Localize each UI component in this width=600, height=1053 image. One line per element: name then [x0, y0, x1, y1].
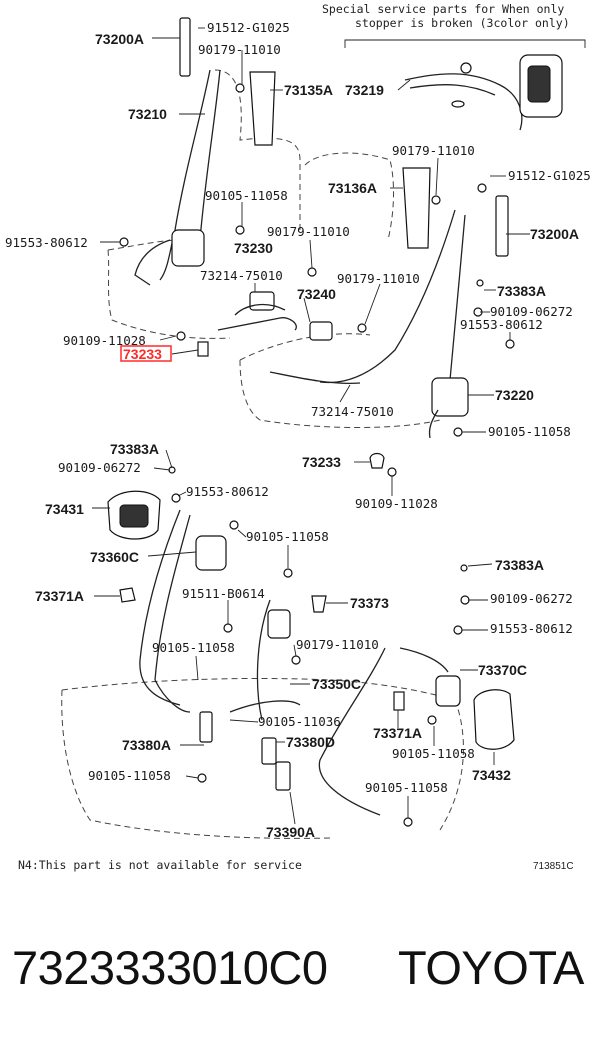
part-73373 [311, 595, 327, 613]
label-73233-b: 73233 [302, 454, 341, 470]
buckle-73390A [275, 761, 291, 791]
part-73233-a [197, 341, 209, 357]
anchor-73371A-right [393, 691, 405, 711]
anchor-73371A-left [119, 587, 136, 603]
label-73136A: 73136A [328, 180, 377, 196]
label-90105-11058-b: 90105-11058 [488, 424, 571, 439]
label-90105-11058-a: 90105-11058 [205, 188, 288, 203]
label-90109-06272-c: 90109-06272 [490, 591, 573, 606]
buckle-73380A [199, 711, 213, 743]
seat-belt-parts-diagram: Special service parts for When only stop… [5, 2, 591, 872]
inset-stopper [460, 62, 472, 74]
pillar-cover-73136A [402, 167, 431, 249]
label-73380D: 73380D [286, 734, 335, 750]
rear-retractor-73360C [195, 535, 227, 571]
label-90105-11058-g: 90105-11058 [365, 780, 448, 795]
label-90105-11036: 90105-11036 [258, 714, 341, 729]
label-91553-80612-c: 91553-80612 [186, 484, 269, 499]
front-retractor [171, 229, 205, 267]
label-73383A-left: 73383A [110, 441, 159, 457]
part-73233-b [369, 452, 385, 469]
middle-belt-assembly [269, 167, 515, 477]
footer-part-number: 7323333010C0 [12, 941, 328, 994]
figure-code: 713851C [533, 861, 574, 872]
label-73200A-right: 73200A [530, 226, 579, 242]
label-73390A: 73390A [266, 824, 315, 840]
label-90179-11010-mid: 90179-11010 [392, 143, 475, 158]
rear-retractor-73370C [435, 675, 461, 707]
part-labels: 73200A 91512-G1025 90179-11010 73135A 73… [5, 20, 591, 840]
label-90179-11010-d: 90179-11010 [337, 271, 420, 286]
label-90105-11058-e: 90105-11058 [392, 746, 475, 761]
label-90105-11058-f: 90105-11058 [88, 768, 171, 783]
inset-bracket [344, 39, 586, 48]
label-91553-80612-right: 91553-80612 [460, 317, 543, 332]
label-73230: 73230 [234, 240, 273, 256]
label-73214-75010-b: 73214-75010 [311, 404, 394, 419]
label-90179-11010-top: 90179-11010 [198, 42, 281, 57]
label-90109-06272-right: 90109-06272 [490, 304, 573, 319]
special-service-note-line2: stopper is broken (3color only) [355, 16, 570, 30]
label-73373: 73373 [350, 595, 389, 611]
middle-seat-outline [239, 152, 441, 428]
label-90105-11058-c: 90105-11058 [246, 529, 329, 544]
label-73371A-left: 73371A [35, 588, 84, 604]
label-73233-highlighted[interactable]: 73233 [123, 346, 162, 362]
label-91512-G1025-right: 91512-G1025 [508, 168, 591, 183]
label-91553-80612-left: 91553-80612 [5, 235, 88, 250]
label-90179-11010-c: 90179-11010 [267, 224, 350, 239]
label-73210: 73210 [128, 106, 167, 122]
label-73431: 73431 [45, 501, 84, 517]
label-73350C: 73350C [312, 676, 361, 692]
label-73380A: 73380A [122, 737, 171, 753]
label-73219: 73219 [345, 82, 384, 98]
label-91511-B0614: 91511-B0614 [182, 586, 265, 601]
label-91512-G1025-top: 91512-G1025 [207, 20, 290, 35]
leader-lines [92, 27, 530, 825]
label-73214-75010-a: 73214-75010 [200, 268, 283, 283]
footer-brand: TOYOTA [398, 941, 584, 994]
highlight-box-73233 [120, 345, 172, 362]
special-service-inset: Special service parts for When only stop… [322, 2, 586, 131]
label-90109-11028-a: 90109-11028 [63, 333, 146, 348]
center-retractor-73350C [267, 609, 291, 639]
label-90109-06272-left: 90109-06272 [58, 460, 141, 475]
height-adjuster-top [179, 17, 191, 77]
label-73383A-c: 73383A [495, 557, 544, 573]
label-73383A-right: 73383A [497, 283, 546, 299]
footer: 7323333010C0 TOYOTA [0, 940, 600, 1020]
special-service-note-line1: Special service parts for When only [322, 2, 564, 16]
label-73370C: 73370C [478, 662, 527, 678]
label-73200A-top: 73200A [95, 31, 144, 47]
buckle-73240 [249, 291, 275, 311]
label-90179-11010-e: 90179-11010 [296, 637, 379, 652]
middle-retractor [431, 377, 469, 417]
height-adjuster-right [495, 195, 509, 257]
front-belt-assembly [119, 17, 297, 357]
pillar-cover-73135A [249, 71, 276, 146]
availability-note: N4:This part is not available for servic… [18, 858, 302, 872]
label-73135A: 73135A [284, 82, 333, 98]
label-73240: 73240 [297, 286, 336, 302]
label-73220: 73220 [495, 387, 534, 403]
label-73371A-right: 73371A [373, 725, 422, 741]
retractor-cover-73432 [473, 689, 515, 750]
label-73360C: 73360C [90, 549, 139, 565]
rear-belt-assemblies [107, 466, 515, 827]
label-90105-11058-d: 90105-11058 [152, 640, 235, 655]
label-73432: 73432 [472, 767, 511, 783]
rear-seat-outline [61, 677, 464, 839]
label-90109-11028-b: 90109-11028 [355, 496, 438, 511]
label-91553-80612-d: 91553-80612 [490, 621, 573, 636]
buckle-73380D [261, 737, 277, 765]
